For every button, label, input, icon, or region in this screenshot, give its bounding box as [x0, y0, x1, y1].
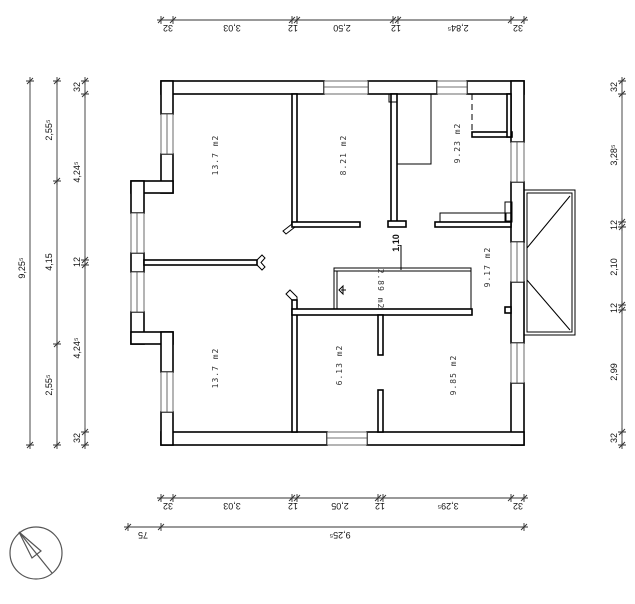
dimension-tick — [618, 441, 626, 449]
dimension-label: 2,10 — [609, 258, 619, 276]
dimension-label: 32 — [513, 23, 523, 33]
north-arrow-icon — [9, 526, 63, 580]
dimension-tick — [507, 494, 515, 502]
dimension-tick — [81, 77, 89, 85]
dimension-tick — [157, 523, 165, 531]
dimension-label: 32 — [609, 82, 619, 92]
dimension-tick — [520, 523, 528, 531]
dimension-tick — [394, 16, 402, 24]
windows — [130, 80, 525, 446]
corridor-width-label: 1,10 — [391, 234, 401, 252]
dimension-tick — [618, 223, 626, 231]
dimension-tick — [157, 494, 165, 502]
dimension-label: 2,55⁵ — [44, 374, 54, 396]
dimension-label: 3,03 — [223, 501, 241, 511]
dimension-tick — [157, 16, 165, 24]
chimney-icon-top — [388, 93, 398, 103]
dimension-tick — [26, 77, 34, 85]
dimension-label: 32 — [609, 433, 619, 443]
dimension-label: 12 — [288, 23, 298, 33]
dimension-tick — [26, 441, 34, 449]
dimension-label: 75 — [138, 530, 148, 540]
dimension-tick — [379, 494, 387, 502]
fixtures — [388, 93, 513, 223]
dimension-tick — [293, 494, 301, 502]
dimension-label: 4,24⁵ — [72, 161, 82, 183]
dimension-tick — [618, 428, 626, 436]
room-area-label: 9.85 m2 — [449, 355, 458, 396]
dimension-label: 4,15 — [44, 253, 54, 271]
wardrobe — [396, 93, 432, 165]
dimension-tick — [81, 261, 89, 269]
chimney-icon-side — [504, 212, 512, 222]
dimension-tick — [293, 16, 301, 24]
dimension-tick — [169, 494, 177, 502]
room-labels: 13.7 m2 8.21 m2 9.23 m2 9.17 m2 2.89 m2 … — [211, 123, 492, 396]
dimension-label: 12 — [609, 303, 619, 313]
dimension-tick — [53, 77, 61, 85]
room-area-label: 13.7 m2 — [211, 135, 220, 176]
room-area-label: 2.89 m2 — [376, 269, 385, 310]
dimension-label: 3,03 — [223, 23, 241, 33]
dimension-tick — [507, 16, 515, 24]
dimension-label: 12 — [375, 501, 385, 511]
dimension-label: 9,25⁵ — [17, 257, 27, 279]
dimension-label: 12 — [72, 257, 82, 267]
dimension-tick — [520, 16, 528, 24]
dimension-label: 32 — [72, 82, 82, 92]
dimension-tick — [53, 177, 61, 185]
dimension-tick — [81, 428, 89, 436]
dimension-label: 2,05 — [331, 501, 349, 511]
dimension-label: 12 — [391, 23, 401, 33]
dimension-label: 3,28⁵ — [609, 144, 619, 166]
dimension-label: 2,50 — [333, 23, 351, 33]
room-area-label: 8.21 m2 — [339, 135, 348, 176]
room-area-label: 9.17 m2 — [483, 247, 492, 288]
dimension-tick — [81, 441, 89, 449]
dimension-label: 3,29⁵ — [437, 501, 459, 511]
dimension-label: 9,25⁵ — [329, 530, 351, 540]
dimension-tick — [124, 523, 132, 531]
dimension-label: 32 — [163, 23, 173, 33]
dimension-label: 2,99 — [609, 363, 619, 381]
dimension-tick — [520, 494, 528, 502]
dimension-label: 4,24⁵ — [72, 337, 82, 359]
dimension-tick — [618, 306, 626, 314]
dimension-label: 2,84⁵ — [447, 23, 469, 33]
interior-walls — [143, 93, 512, 433]
dimension-label: 2,55⁵ — [44, 119, 54, 141]
dimension-label: 12 — [609, 220, 619, 230]
dimension-label: 32 — [513, 501, 523, 511]
dimension-label: 12 — [288, 501, 298, 511]
dimension-lines: 32 3,03 12 2,50 12 2,84⁵ 32 32 3,03 12 2,05 12 3,29⁵… — [17, 16, 626, 540]
dimension-tick — [53, 340, 61, 348]
dimension-tick — [618, 77, 626, 85]
dimension-label: 32 — [163, 501, 173, 511]
dimension-tick — [618, 90, 626, 98]
dimension-label: 32 — [72, 433, 82, 443]
dimension-tick — [81, 90, 89, 98]
room-area-label: 13.7 m2 — [211, 348, 220, 389]
dimension-tick — [169, 16, 177, 24]
room-area-label: 9.23 m2 — [453, 123, 462, 164]
balcony — [523, 189, 576, 336]
dimension-tick — [53, 441, 61, 449]
staircase — [333, 245, 472, 310]
room-area-label: 6.13 m2 — [335, 345, 344, 386]
